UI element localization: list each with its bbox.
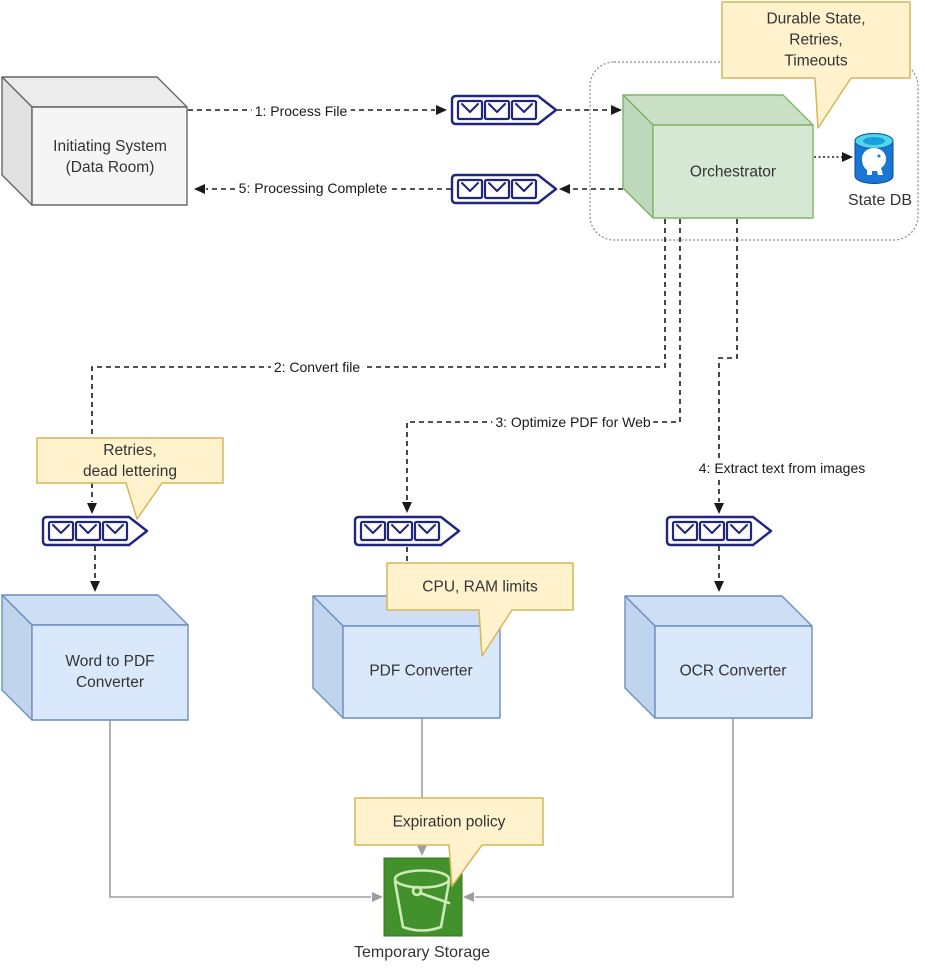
edge-wordpdf-to-storage [109,720,383,902]
callout-retries-dead-lettering [36,437,224,520]
edge-convert-file [87,219,666,592]
edge-extract-text [714,219,738,592]
callout-durable-state [721,1,911,129]
initiating-system-node [1,76,188,206]
message-queue-icon-word [41,515,149,547]
message-queue-icon-pdf [353,515,461,547]
edge-processing-complete [194,184,623,194]
edge-ocr-to-storage [463,718,734,902]
orchestrator-node [622,94,814,219]
state-db-icon [854,132,894,184]
temporary-storage-bucket-icon [383,857,463,937]
edge-orchestrator-statedb [814,152,853,162]
callout-cpu-ram-limits [386,562,574,657]
ocr-converter-node [624,595,813,719]
message-queue-icon-outbound [450,173,558,205]
message-queue-icon-inbound [450,94,558,126]
message-queue-icon-ocr [665,515,773,547]
edge-process-file [188,105,622,115]
callout-expiration-policy [354,797,544,887]
pdf-converter-node [312,595,501,719]
word-to-pdf-converter-node [1,594,189,721]
